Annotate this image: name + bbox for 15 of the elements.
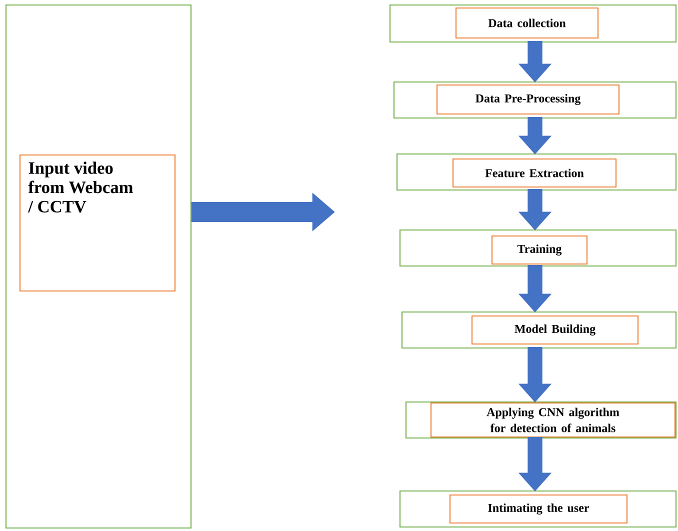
- process-box: Input video from Webcam / CCTV: [19, 154, 176, 292]
- process-box: Feature Extraction: [452, 158, 617, 188]
- frame-box: [399, 229, 677, 267]
- process-box: Applying CNN algorithm for detection of animals: [430, 402, 676, 438]
- process-box: Intimating the user: [449, 494, 628, 524]
- frame-box: [401, 311, 677, 349]
- frame-box: [393, 81, 677, 119]
- frame-box: [399, 490, 677, 528]
- frame-box: [5, 4, 192, 529]
- process-box: Model Building: [471, 315, 639, 345]
- frame-box: [396, 153, 677, 191]
- process-box: Data collection: [455, 7, 599, 39]
- frame-box: [389, 4, 677, 43]
- process-box: Training: [491, 235, 588, 265]
- process-box: Data Pre-Processing: [436, 84, 620, 115]
